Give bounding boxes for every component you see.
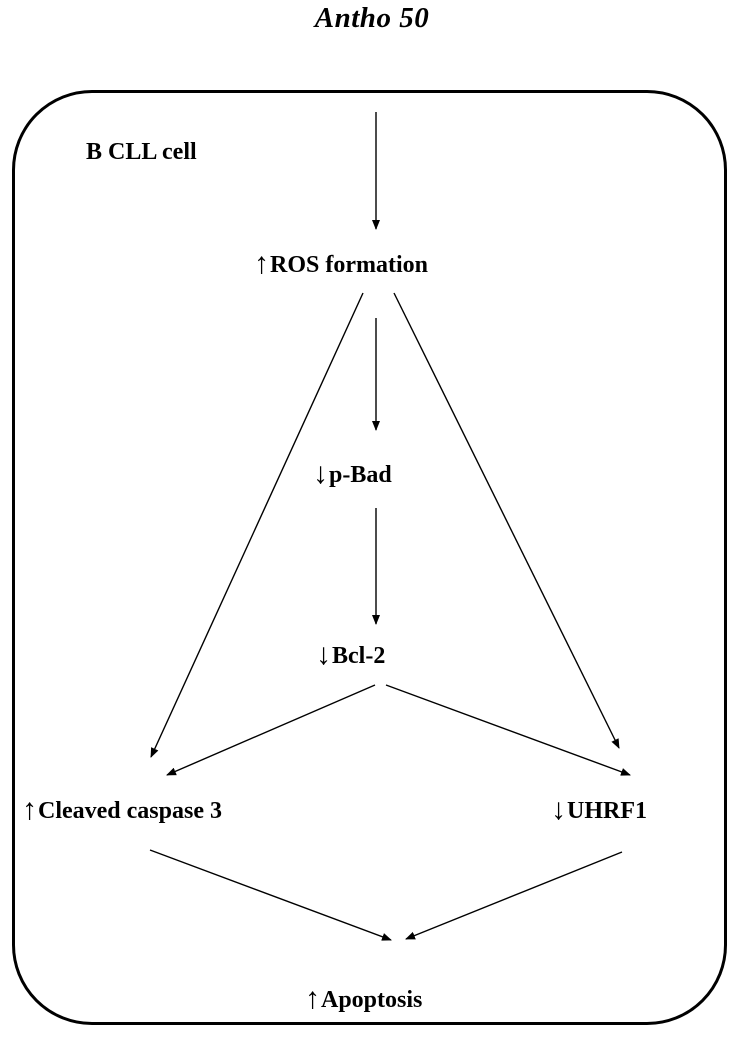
node-apoptosis-label: Apoptosis xyxy=(321,987,423,1013)
down-arrow-icon: ↓ xyxy=(313,457,328,490)
node-uhrf1-label: UHRF1 xyxy=(567,798,647,824)
node-p-bad: ↓p-Bad xyxy=(313,459,392,489)
node-p-bad-label: p-Bad xyxy=(329,462,392,488)
edge-caspase-to-apoptosis xyxy=(149,849,392,941)
node-uhrf1: ↓UHRF1 xyxy=(551,795,647,825)
edge-bcl-2-to-uhrf1 xyxy=(385,684,631,776)
node-bcl-2: ↓Bcl-2 xyxy=(316,640,385,670)
edge-ros-to-uhrf1 xyxy=(393,292,620,749)
down-arrow-icon: ↓ xyxy=(316,638,331,671)
edge-bcl-2-to-caspase xyxy=(166,684,376,776)
node-apoptosis: ↑Apoptosis xyxy=(305,984,422,1014)
node-ros-label: ROS formation xyxy=(270,252,428,278)
up-arrow-icon: ↑ xyxy=(305,982,320,1015)
up-arrow-icon: ↑ xyxy=(254,247,269,280)
cell-boundary xyxy=(12,90,727,1025)
cell-label: B CLL cell xyxy=(86,139,197,165)
node-cleaved-caspase-3: ↑Cleaved caspase 3 xyxy=(22,795,222,825)
up-arrow-icon: ↑ xyxy=(22,793,37,826)
node-bcl-2-label: Bcl-2 xyxy=(332,643,386,669)
edge-ros-to-caspase xyxy=(150,292,364,758)
edge-uhrf1-to-apoptosis xyxy=(405,851,623,940)
down-arrow-icon: ↓ xyxy=(551,793,566,826)
node-ros-formation: ↑ROS formation xyxy=(254,249,428,279)
node-caspase-label: Cleaved caspase 3 xyxy=(38,798,222,824)
diagram-title: Antho 50 xyxy=(314,2,430,34)
